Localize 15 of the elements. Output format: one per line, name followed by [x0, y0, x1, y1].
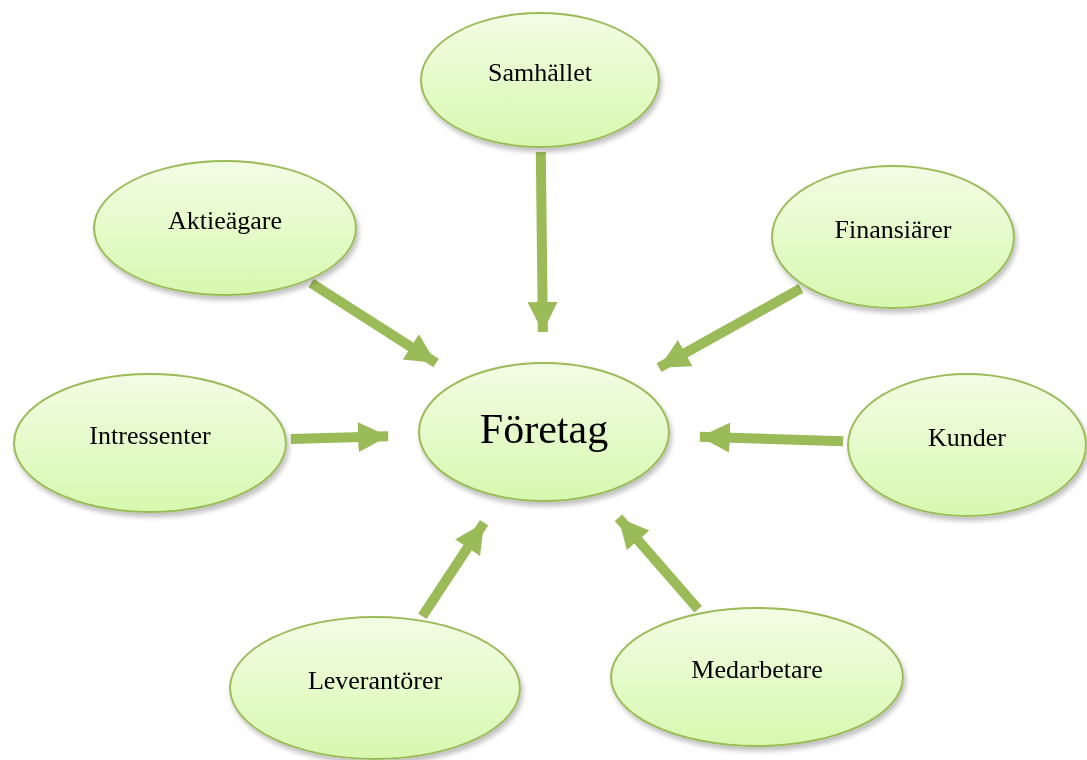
- node-label: Samhället: [488, 58, 592, 88]
- node-label: Kunder: [928, 423, 1006, 453]
- arrow: [656, 284, 804, 373]
- node-label: Företag: [479, 405, 609, 453]
- arrow: [290, 422, 389, 453]
- node-label: Leverantörer: [307, 666, 443, 696]
- arrow: [527, 151, 558, 333]
- arrow: [699, 422, 844, 453]
- arrow: [418, 520, 489, 619]
- node-label: Aktieägare: [167, 206, 282, 236]
- node-label: Medarbetare: [691, 655, 823, 685]
- arrow: [614, 514, 702, 613]
- node-label: Finansiärer: [834, 215, 952, 245]
- node-label: Intressenter: [89, 421, 211, 451]
- arrow: [308, 278, 439, 368]
